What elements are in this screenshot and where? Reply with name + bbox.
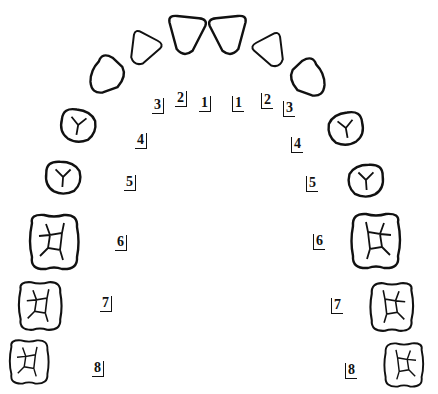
tooth-number: 4 xyxy=(135,133,147,149)
tooth-number: 7 xyxy=(331,298,343,314)
tooth-number: 6 xyxy=(313,234,325,250)
tooth-outlines xyxy=(10,15,423,386)
tooth-number: 2 xyxy=(261,93,273,109)
tooth-number: 7 xyxy=(100,296,112,312)
tooth-number: 4 xyxy=(291,137,303,153)
tooth-number: 8 xyxy=(345,363,357,379)
tooth-number: 3 xyxy=(283,101,295,117)
tooth-number: 3 xyxy=(152,98,164,114)
tooth-number: 5 xyxy=(124,175,136,191)
tooth-number: 8 xyxy=(92,361,104,377)
tooth-number: 1 xyxy=(232,96,244,112)
tooth-number: 2 xyxy=(175,91,187,107)
tooth-number: 5 xyxy=(306,176,318,192)
tooth-number: 6 xyxy=(115,235,127,251)
tooth-number: 1 xyxy=(199,96,211,112)
